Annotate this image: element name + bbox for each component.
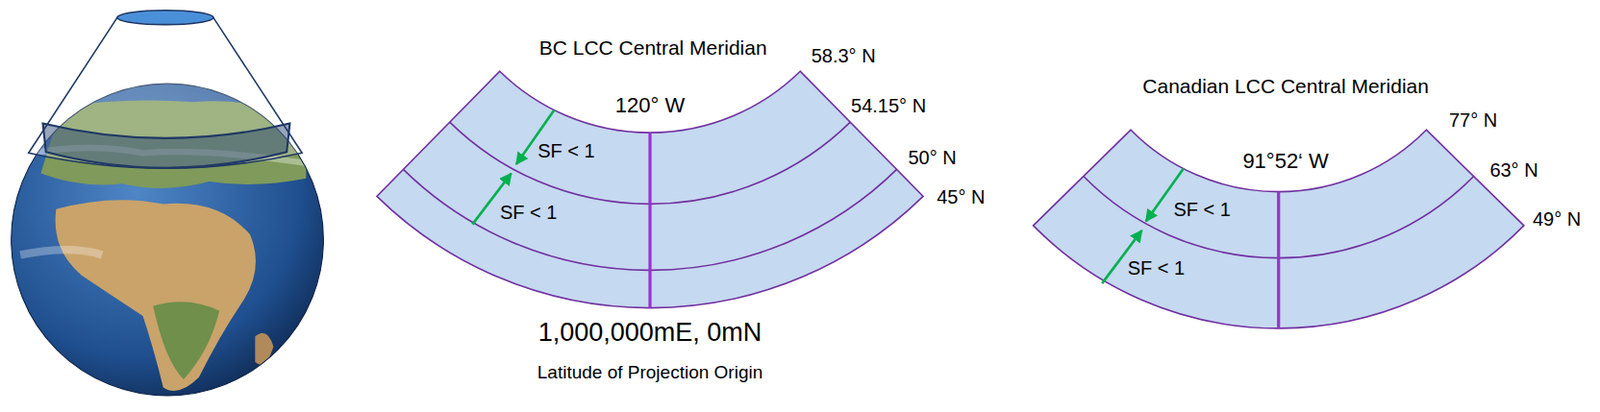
scale-factor-note: SF < 1 xyxy=(537,140,595,163)
latitude-label: 58.3° N xyxy=(811,45,876,68)
meridian-longitude: 120° W xyxy=(615,94,685,119)
latitude-label: 77° N xyxy=(1449,109,1498,132)
canadian-lcc-fan xyxy=(1033,129,1525,329)
projection-cone xyxy=(28,10,302,169)
latitude-label: 49° N xyxy=(1532,208,1581,231)
latitude-label: 63° N xyxy=(1489,159,1538,182)
scale-factor-note: SF < 1 xyxy=(500,200,557,224)
bc-lcc-fan xyxy=(376,71,924,308)
scale-factor-note: SF < 1 xyxy=(1127,257,1185,280)
meridian-longitude: 91°52‘ W xyxy=(1242,149,1329,174)
scale-factor-note: SF < 1 xyxy=(1173,198,1230,221)
meridian-heading: Canadian LCC Central Meridian xyxy=(1142,75,1429,99)
latitude-label: 54.15° N xyxy=(850,95,926,118)
latitude-label: 50° N xyxy=(907,147,956,170)
latitude-label: 45° N xyxy=(936,185,985,208)
meridian-heading: BC LCC Central Meridian xyxy=(539,36,768,60)
origin-caption: Latitude of Projection Origin xyxy=(537,362,763,384)
origin-coordinates: 1,000,000mE, 0mN xyxy=(538,318,763,349)
